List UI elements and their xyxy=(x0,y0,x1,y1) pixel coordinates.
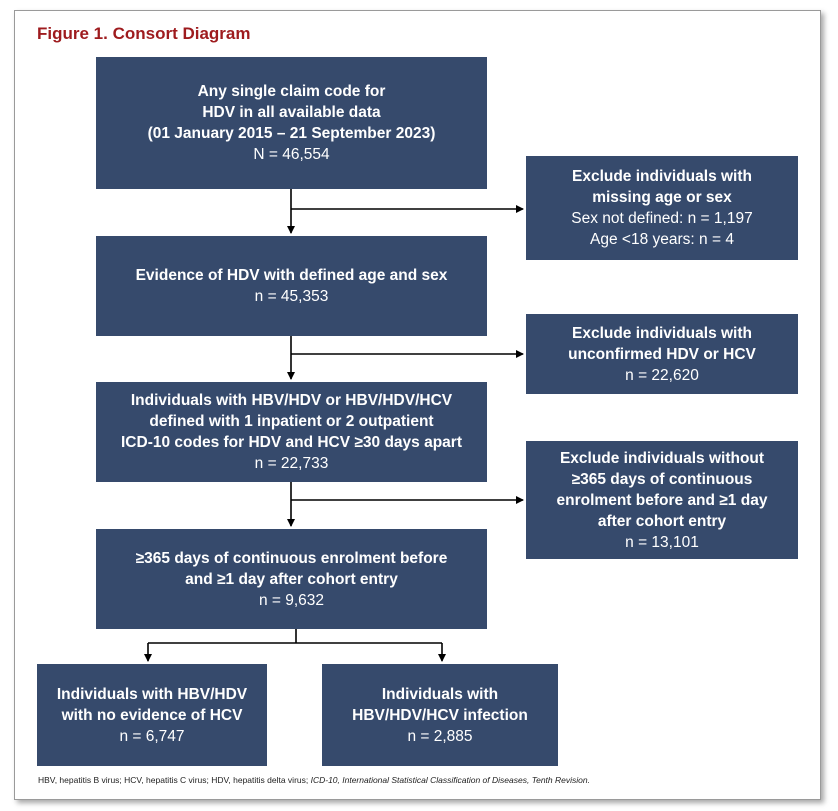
box-text-line: HDV in all available data xyxy=(202,104,381,121)
box-count: n = 22,733 xyxy=(254,455,329,472)
box-text-line: Evidence of HDV with defined age and sex xyxy=(135,267,448,284)
exclude-enrolment-box: Exclude individuals without ≥365 days of… xyxy=(526,441,798,559)
box-text-line: unconfirmed HDV or HCV xyxy=(568,345,756,363)
box-count: N = 46,554 xyxy=(253,146,330,163)
box-text-line: defined with 1 inpatient or 2 outpatient xyxy=(149,413,434,430)
icd10-defined-box: Individuals with HBV/HDV or HBV/HDV/HCV … xyxy=(96,382,487,482)
box-detail: Sex not defined: n = 1,197 xyxy=(571,210,753,227)
box-text-line: (01 January 2015 – 21 September 2023) xyxy=(147,125,436,142)
box-text-line: Individuals with HBV/HDV or HBV/HDV/HCV xyxy=(130,392,453,409)
box-text-line: ≥365 days of continuous xyxy=(571,470,753,488)
box-detail: Age <18 years: n = 4 xyxy=(590,231,734,248)
box-text-line: HBV/HDV/HCV infection xyxy=(352,706,528,724)
box-text-line: Individuals with HBV/HDV xyxy=(56,685,248,703)
exclude-unconfirmed-box: Exclude individuals with unconfirmed HDV… xyxy=(526,314,798,394)
box-text-line: ICD-10 codes for HDV and HCV ≥30 days ap… xyxy=(121,434,462,451)
box-count: n = 2,885 xyxy=(407,727,473,745)
continuous-enrolment-box: ≥365 days of continuous enrolment before… xyxy=(96,529,487,629)
box-text-line: Exclude individuals with xyxy=(571,168,752,185)
box-count: n = 45,353 xyxy=(254,288,329,305)
hbv-hdv-hcv-box: Individuals with HBV/HDV/HCV infection n… xyxy=(322,664,558,766)
exclude-missing-age-sex-box: Exclude individuals with missing age or … xyxy=(526,156,798,260)
box-count: n = 22,620 xyxy=(625,366,699,384)
box-text-line: missing age or sex xyxy=(592,189,732,206)
initial-claims-box: Any single claim code for HDV in all ava… xyxy=(96,57,487,189)
box-text-line: and ≥1 day after cohort entry xyxy=(185,570,398,588)
defined-age-sex-box: Evidence of HDV with defined age and sex… xyxy=(96,236,487,336)
figure-title: Figure 1. Consort Diagram xyxy=(37,24,251,43)
footnote: HBV, hepatitis B virus; HCV, hepatitis C… xyxy=(38,775,590,785)
box-count: n = 9,632 xyxy=(258,591,325,609)
footnote-icd10: ICD-10, International Statistical Classi… xyxy=(310,775,590,785)
box-text-line: after cohort entry xyxy=(597,512,727,530)
box-text-line: ≥365 days of continuous enrolment before xyxy=(135,549,448,567)
box-text-line: Individuals with xyxy=(381,685,499,703)
box-text-line: with no evidence of HCV xyxy=(61,706,243,724)
hbv-hdv-box: Individuals with HBV/HDV with no evidenc… xyxy=(37,664,267,766)
box-text-line: Any single claim code for xyxy=(197,83,386,100)
box-text-line: Exclude individuals without xyxy=(559,449,765,467)
box-count: n = 13,101 xyxy=(625,533,699,551)
footnote-abbreviations: HBV, hepatitis B virus; HCV, hepatitis C… xyxy=(38,775,311,785)
box-text-line: enrolment before and ≥1 day xyxy=(556,491,768,509)
box-count: n = 6,747 xyxy=(119,727,185,745)
box-text-line: Exclude individuals with xyxy=(571,324,752,342)
